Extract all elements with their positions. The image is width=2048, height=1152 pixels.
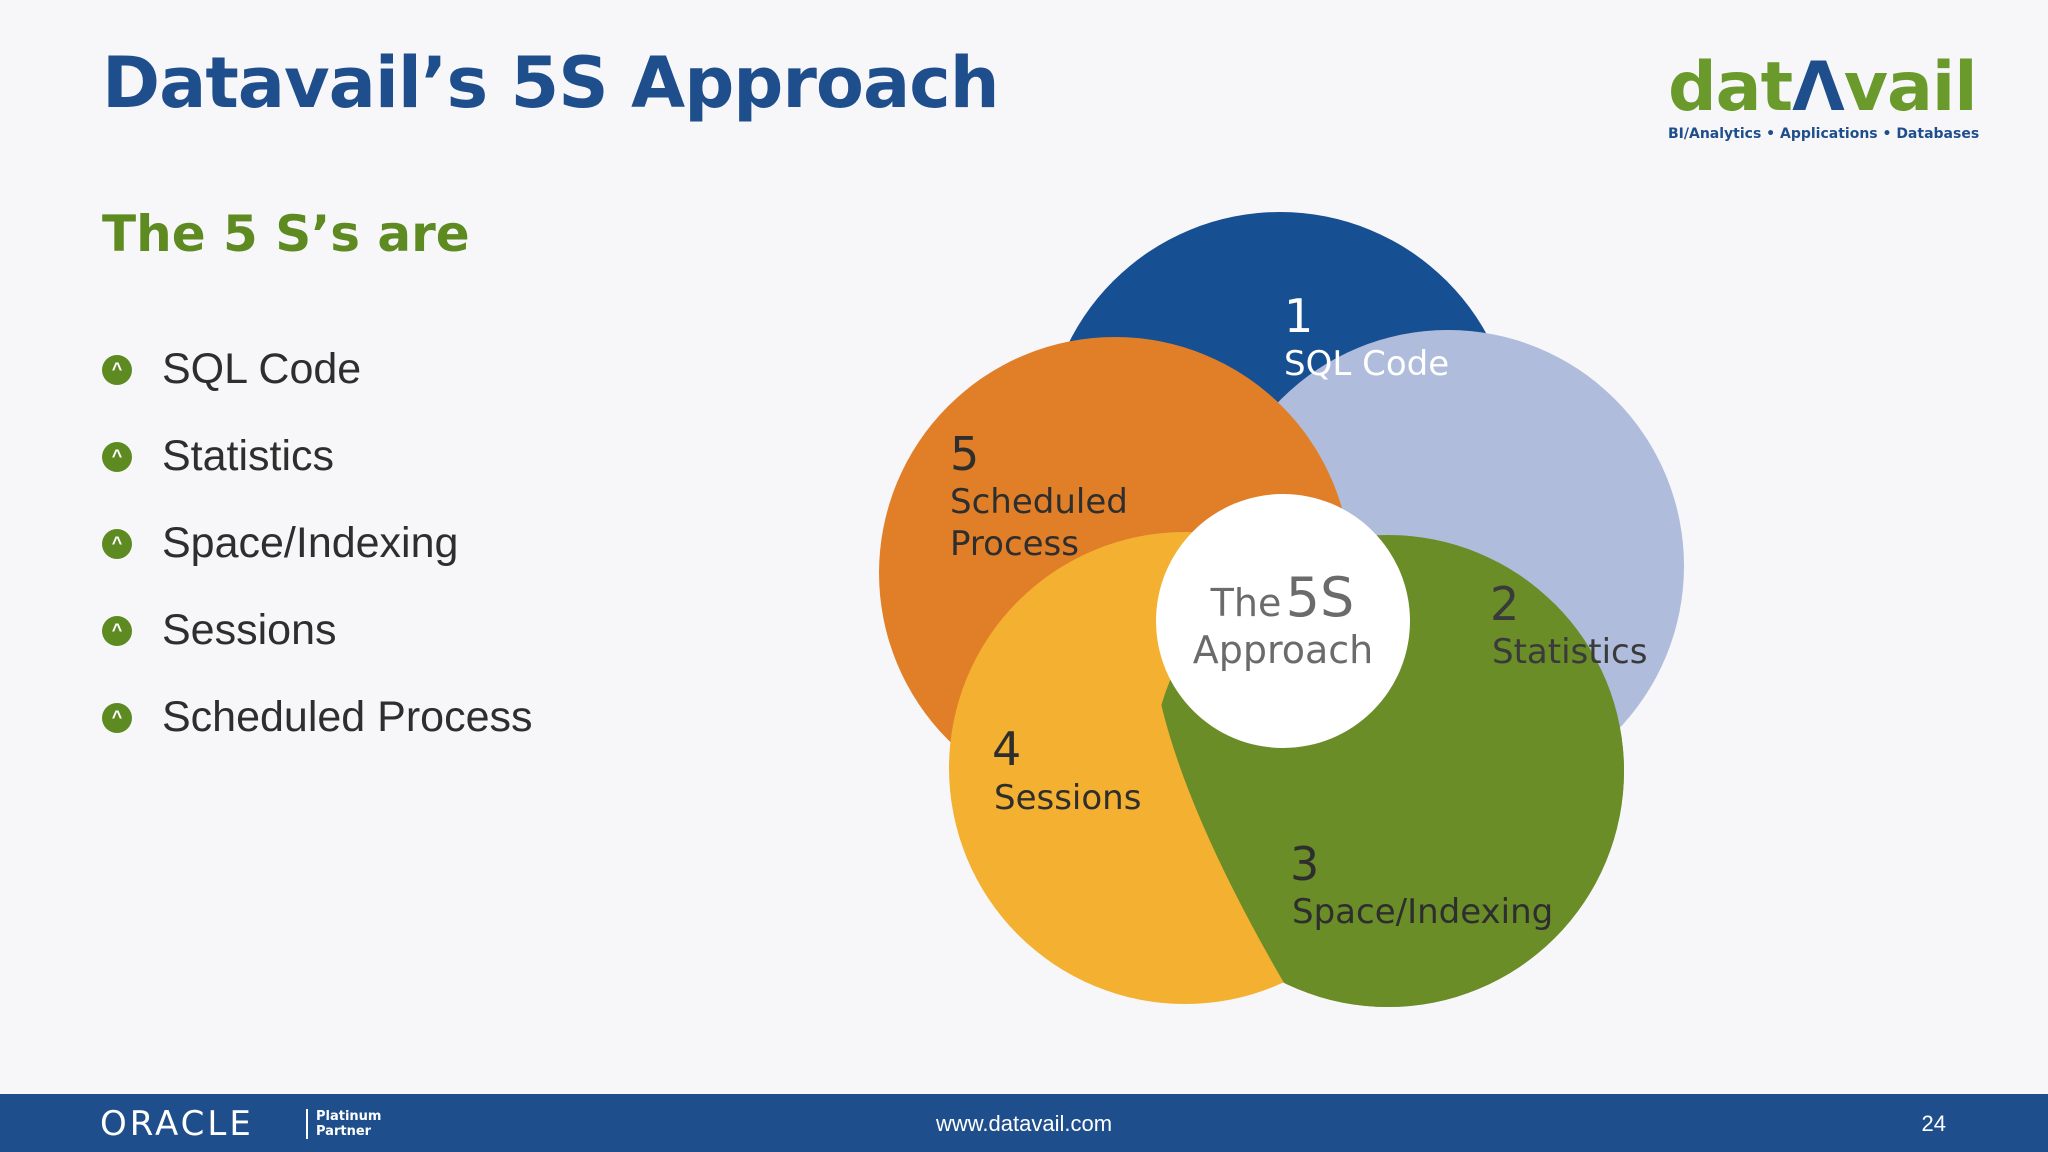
bullet-text: SQL Code <box>162 345 362 393</box>
petal-4-number: 4 <box>992 722 1021 776</box>
chevron-up-icon: ^ <box>102 615 132 646</box>
bullet-item: ^ SQL Code <box>102 326 533 413</box>
petal-2-number: 2 <box>1490 577 1519 631</box>
bullet-text: Sessions <box>162 606 337 654</box>
petal-5-label-line1: Scheduled <box>950 482 1128 522</box>
center-text-5s: 5S <box>1286 566 1355 629</box>
bullet-text: Space/Indexing <box>162 519 459 567</box>
petal-1-number: 1 <box>1284 289 1313 343</box>
bullet-text: Scheduled Process <box>162 693 533 741</box>
oracle-logo: ORACLE <box>100 1104 254 1144</box>
bullet-text: Statistics <box>162 432 335 480</box>
bullet-item: ^ Statistics <box>102 413 533 500</box>
page-number: 24 <box>1921 1111 1946 1136</box>
platinum-partner-badge: Platinum Partner <box>306 1109 381 1139</box>
chevron-up-icon: ^ <box>102 354 132 385</box>
petal-2-label: Statistics <box>1492 632 1647 672</box>
logo-tagline: BI/Analytics • Applications • Databases <box>1668 126 1980 142</box>
logo-a-mark: Λ <box>1792 48 1845 127</box>
logo-word-start: dat <box>1668 48 1793 127</box>
chevron-up-icon: ^ <box>102 441 132 472</box>
petal-5-label-line2: Process <box>950 524 1079 564</box>
petal-4-label: Sessions <box>994 778 1141 818</box>
footer-url: www.datavail.com <box>935 1111 1113 1136</box>
section-subtitle: The 5 S’s are <box>102 205 470 263</box>
bullet-item: ^ Sessions <box>102 587 533 674</box>
chevron-up-icon: ^ <box>102 528 132 559</box>
partner-line-1: Platinum <box>316 1109 382 1124</box>
petal-1-label: SQL Code <box>1284 344 1449 384</box>
logo-word-end: vail <box>1843 48 1978 127</box>
petal-5-number: 5 <box>950 427 979 481</box>
datavail-logo: datΛvail BI/Analytics • Applications • D… <box>1668 52 1980 152</box>
logo-wordmark: datΛvail <box>1668 52 1978 124</box>
bullet-item: ^ Space/Indexing <box>102 500 533 587</box>
footer-bar: ORACLE Platinum Partner www.datavail.com… <box>0 1094 2048 1152</box>
chevron-up-icon: ^ <box>102 702 132 733</box>
center-circle <box>1156 494 1410 748</box>
bullet-list: ^ SQL Code ^ Statistics ^ Space/Indexing ^ S… <box>102 326 533 761</box>
slide-title: Datavail’s 5S Approach <box>102 42 1000 124</box>
bullet-item: ^ Scheduled Process <box>102 674 533 761</box>
partner-line-2: Partner <box>316 1124 372 1139</box>
petal-3-label: Space/Indexing <box>1292 892 1553 932</box>
petal-3-number: 3 <box>1290 837 1319 891</box>
center-text-approach: Approach <box>1193 628 1374 672</box>
five-s-diagram: The 5S Approach 1 SQL Code 2 Statistics … <box>879 212 1684 1007</box>
center-text-the: The <box>1210 581 1282 625</box>
